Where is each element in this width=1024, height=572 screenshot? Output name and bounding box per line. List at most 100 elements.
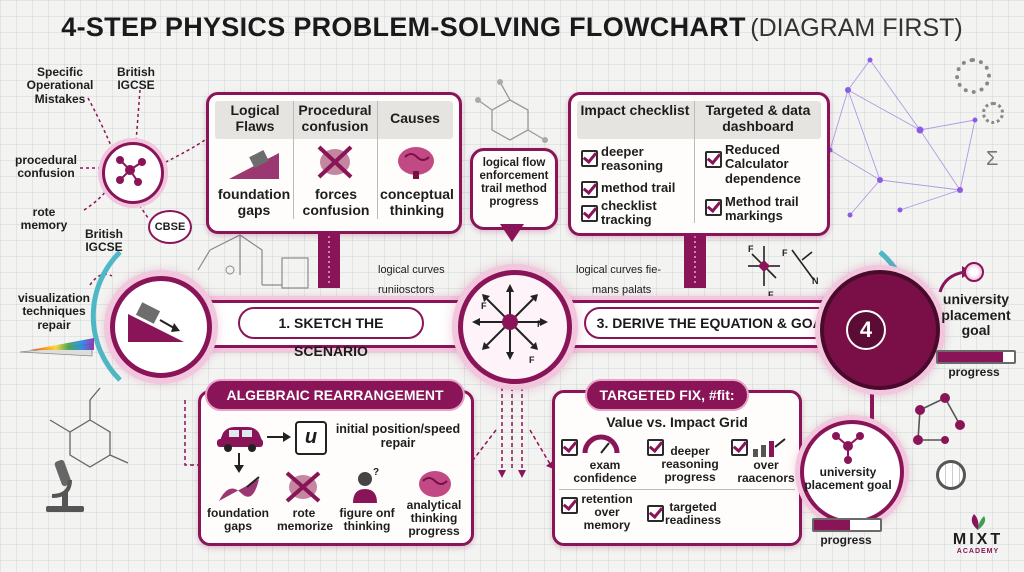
algebra-item-analytical-thinking: analytical thinking progress — [406, 498, 462, 539]
impact-header-left: Impact checklist — [580, 102, 690, 118]
brain-icon — [419, 471, 451, 497]
label-procedural-confusion: procedural confusion — [14, 153, 77, 181]
goal-right-progress-label: progress — [948, 365, 1000, 379]
fix-item-targeted-readiness: targeted readiness — [664, 500, 722, 528]
goal-bottom-progress-fill — [814, 520, 851, 530]
step4-number-badge: 4 — [846, 310, 886, 350]
checkbox-checked-icon — [705, 199, 722, 216]
algebra-item-figure-thinking: figure onf thinking — [339, 506, 395, 534]
flow-label-left-top: logical curves — [378, 264, 445, 276]
crossed-brain-icon — [285, 471, 321, 503]
causes-header-bg — [215, 101, 453, 139]
academy-logo: MIXT ACADEMY — [938, 512, 1018, 568]
gauge-icon — [582, 434, 620, 454]
checkbox-checked-icon — [581, 150, 598, 167]
checkbox-checked-icon — [561, 439, 578, 456]
checkbox-checked-icon — [647, 439, 664, 456]
variable-u-box: u — [295, 421, 327, 455]
goal-bottom-progress-bar — [812, 518, 882, 532]
globe-icon — [964, 262, 984, 282]
variable-u-description: initial position/speed repair — [335, 422, 461, 450]
label-british-igcse-top: British IGCSE — [116, 65, 155, 93]
goal-right-progress-bar — [936, 350, 1016, 364]
divider — [293, 101, 294, 219]
bar-chart-icon — [753, 438, 786, 457]
label-visualization-techniques: visualization techniques repair — [17, 291, 91, 332]
checkbox-checked-icon — [705, 151, 722, 168]
divider — [377, 101, 378, 219]
graph-growth-icon — [219, 476, 260, 501]
checkbox-checked-icon — [561, 497, 578, 514]
targeted-fix-title: TARGETED FIX, #fit: — [585, 379, 749, 411]
impact-item-method-trail-markings: Method trail markings — [725, 194, 799, 224]
goal-right-progress-fill — [938, 352, 1003, 362]
value-impact-grid-subtitle: Value vs. Impact Grid — [606, 414, 748, 430]
divider — [694, 101, 695, 223]
algebra-title: ALGEBRAIC REARRANGEMENT — [205, 379, 465, 411]
checkbox-checked-icon — [731, 439, 748, 456]
globe-gear-icon — [936, 460, 966, 490]
causes-header-causes: Causes — [390, 110, 440, 126]
causes-panel: Logical Flaws Procedural confusion Cause… — [206, 92, 462, 234]
impact-header-bg — [577, 101, 821, 139]
cause-foundation-gaps: foundation gaps — [217, 186, 291, 218]
arrow-right-icon — [267, 432, 291, 442]
logo-name: MIXT — [952, 531, 1004, 548]
title-bold: 4-STEP PHYSICS PROBLEM-SOLVING FLOWCHART — [61, 12, 746, 42]
force-hub-node: F F F — [458, 270, 572, 384]
label-specific-mistakes: Specific Operational Mistakes — [26, 65, 94, 106]
goal-bottom-progress-label: progress — [820, 533, 872, 547]
goal-bottom-node: university placement goal — [800, 420, 904, 524]
gear-icon — [955, 58, 991, 94]
arrow-down-icon — [234, 453, 244, 473]
callout-text: logical flow enforcement trail method pr… — [479, 157, 549, 208]
logic-callout-bubble: logical flow enforcement trail method pr… — [470, 148, 558, 230]
page-title: 4-STEP PHYSICS PROBLEM-SOLVING FLOWCHART… — [0, 12, 1024, 43]
logo-sub: ACADEMY — [956, 548, 1000, 555]
algebra-panel: ALGEBRAIC REARRANGEMENT u initial positi… — [198, 379, 474, 546]
impact-item-method-trail: method trail — [601, 180, 676, 195]
step1-sketch-label: 1. SKETCH THE SCENARIO — [238, 307, 424, 359]
molecule-hub-icon — [102, 142, 164, 204]
title-light: (DIAGRAM FIRST) — [750, 14, 963, 42]
leaf-logo-icon — [971, 514, 986, 530]
fix-item-deeper-reasoning: deeper reasoning progress — [661, 444, 719, 485]
callout-tail — [500, 224, 524, 242]
fix-item-exam-confidence: exam confidence — [573, 458, 637, 486]
inclined-plane-icon — [229, 150, 279, 179]
microscope-icon — [46, 459, 84, 512]
sigma-icon: Σ — [986, 148, 999, 170]
force-label: F — [782, 248, 788, 258]
algebra-item-foundation-gaps: foundation gaps — [207, 506, 269, 534]
impact-item-checklist-tracking: checklist tracking — [601, 198, 657, 228]
targeted-fix-panel: TARGETED FIX, #fit: Value vs. Impact Gri… — [552, 379, 802, 546]
impact-panel: Impact checklist Targeted & data dashboa… — [568, 92, 830, 236]
goal-right-label: university placement goal — [941, 291, 1011, 339]
label-british-igcse-bottom: British IGCSE — [84, 227, 123, 255]
impact-header-right: Targeted & data dashboard — [705, 102, 811, 134]
brain-icon — [398, 147, 434, 179]
gear-icon-small — [982, 102, 1004, 124]
force-diagram-icon — [748, 246, 815, 286]
checkbox-checked-icon — [581, 205, 598, 222]
cbse-badge: CBSE — [148, 210, 192, 244]
causes-header-logical-flaws: Logical Flaws — [230, 102, 280, 134]
algebra-item-rote-memorize: rote memorize — [277, 506, 334, 534]
force-label: N — [812, 276, 819, 286]
goal-bottom-label: university placement goal — [804, 465, 892, 493]
force-label: F — [748, 244, 754, 254]
svg-text:?: ? — [373, 467, 379, 478]
flow-label-left-bottom: runiiosctors — [378, 284, 435, 296]
force-label: F — [481, 301, 487, 311]
force-label: F — [768, 290, 774, 300]
step1-sketch-node — [110, 276, 212, 378]
label-rote-memory: rote memory — [20, 205, 68, 233]
checkbox-checked-icon — [581, 181, 598, 198]
flow-label-right-top: logical curves fie- — [576, 264, 661, 276]
car-icon — [217, 427, 263, 452]
impact-item-deeper-reasoning: deeper reasoning — [601, 144, 664, 174]
causes-header-procedural: Procedural confusion — [298, 102, 372, 134]
impact-item-reduced-calculator: Reduced Calculator dependence — [725, 142, 801, 186]
fix-item-retention-memory: retention over memory — [581, 492, 633, 533]
step3-derive-label: 3. DERIVE THE EQUATION & GOAL — [584, 307, 844, 339]
